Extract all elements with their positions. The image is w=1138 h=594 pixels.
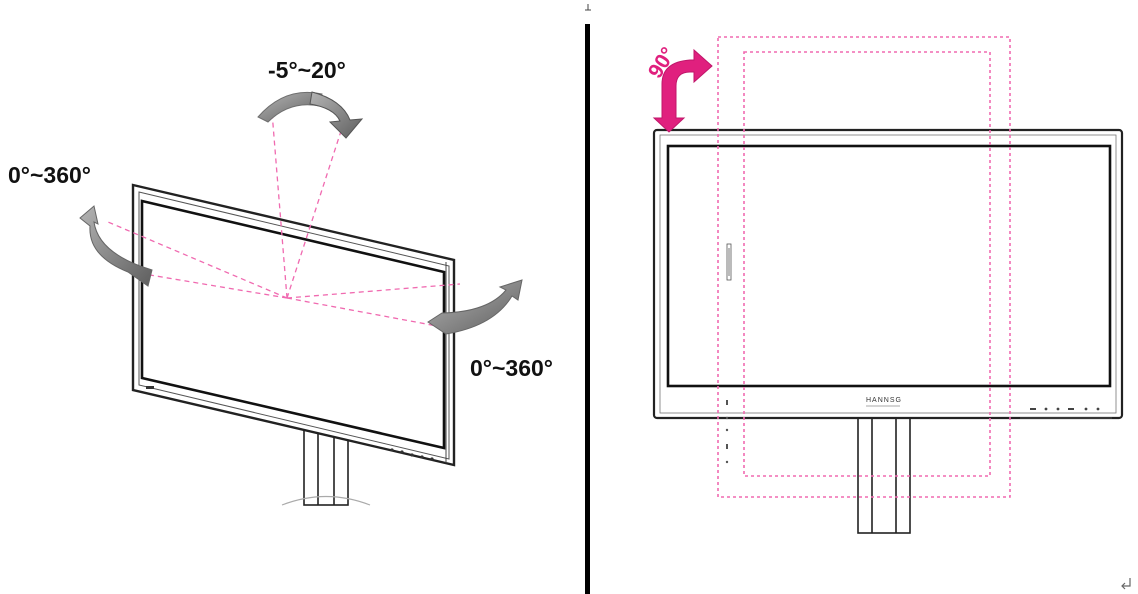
paragraph-mark-icon — [1121, 578, 1131, 590]
left-monitor-buttons — [390, 448, 434, 461]
cursor-mark — [585, 4, 591, 11]
swivel-left-angle-label: 0°~360° — [8, 162, 91, 188]
left-monitor — [131, 183, 456, 467]
brand-logo-text: HANNSG — [866, 397, 902, 404]
tilt-angle-label: -5°~20° — [268, 57, 346, 83]
left-panel: -5°~20° 0°~360° 0°~360° — [8, 57, 553, 506]
left-guide-lines — [107, 111, 461, 327]
right-monitor-landscape: HANNSG — [652, 128, 1124, 420]
portrait-brand-mark — [726, 243, 732, 281]
portrait-buttons — [725, 400, 729, 464]
pivot-arrow-icon — [652, 48, 713, 133]
swivel-left-arrow-icon — [79, 205, 153, 287]
right-monitor-portrait-outline — [717, 36, 1011, 498]
panel-divider — [585, 24, 590, 594]
swivel-right-angle-label: 0°~360° — [470, 355, 553, 381]
swivel-right-arrow-icon — [427, 279, 523, 335]
right-panel: HANNSG — [644, 36, 1124, 534]
tilt-arrow-icon — [257, 91, 364, 139]
right-monitor-buttons — [1030, 407, 1100, 411]
